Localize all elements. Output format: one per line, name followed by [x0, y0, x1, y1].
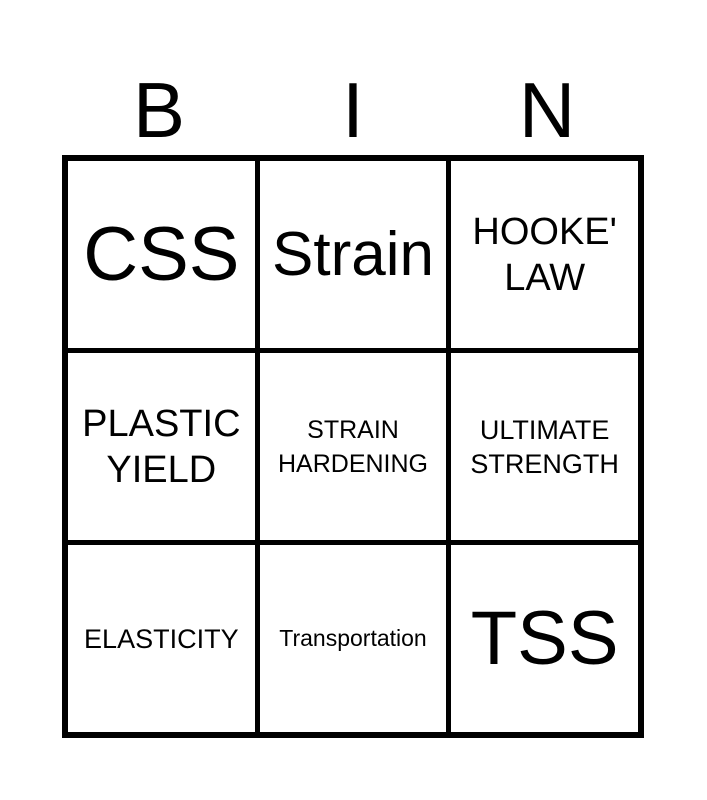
header-letter-n: N — [518, 66, 576, 154]
bingo-grid: CSS Strain HOOKE' LAW PLASTIC YIELD STRA… — [62, 155, 644, 738]
header-letter-b: B — [132, 66, 186, 154]
bingo-cell[interactable]: HOOKE' LAW — [451, 161, 638, 348]
bingo-cell[interactable]: PLASTIC YIELD — [68, 353, 255, 540]
bingo-cell[interactable]: Strain — [259, 161, 447, 348]
bingo-cell[interactable]: STRAIN HARDENING — [259, 353, 447, 540]
bingo-cell[interactable]: Transportation — [259, 545, 447, 732]
header-letter-i: I — [342, 66, 364, 154]
bingo-cell[interactable]: CSS — [68, 161, 255, 348]
bingo-cell[interactable]: TSS — [451, 545, 638, 732]
bingo-header: B I N — [62, 70, 644, 150]
bingo-cell[interactable]: ELASTICITY — [68, 545, 255, 732]
bingo-cell[interactable]: ULTIMATE STRENGTH — [451, 353, 638, 540]
